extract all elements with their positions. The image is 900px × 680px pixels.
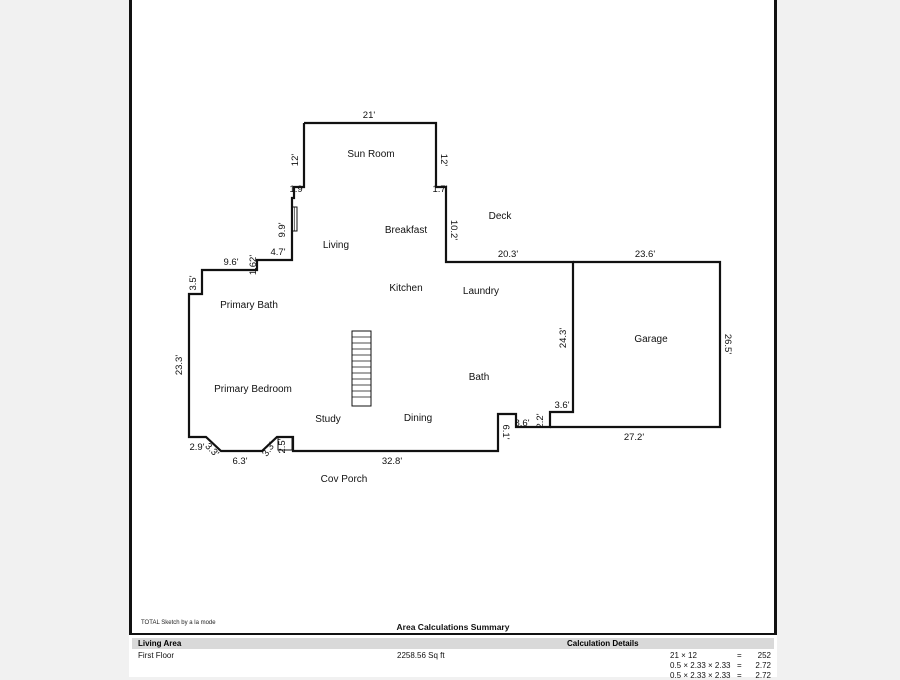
calc-eq: = [737,661,742,670]
room-label-cov-porch: Cov Porch [321,474,368,485]
living-area-outline [187,121,575,453]
porch-notch [277,436,293,451]
calc-expr: 21 × 12 [670,651,697,660]
dim-mid-24-3: 24.3' [558,328,569,348]
area-summary-table: Living Area Calculation Details First Fl… [129,633,777,680]
calc-details-header: Calculation Details [567,639,639,648]
dim-left-9-6: 9.6' [223,257,238,268]
living-area-header: Living Area [138,639,182,648]
dim-mid-6-1: 6.1' [500,424,511,439]
calc-val: 252 [757,651,771,660]
dim-sun-right: 12' [438,154,449,167]
calc-eq: = [737,651,742,660]
dim-left-1-9: 1.9' [289,184,304,195]
room-label-deck: Deck [489,211,513,222]
calc-val: 2.72 [755,671,771,680]
dim-bottom-3-3b: 3.3' [260,440,278,459]
dim-garage-top: 23.6' [635,249,655,260]
dim-top: 21' [363,110,376,121]
room-label-breakfast: Breakfast [385,225,427,236]
dim-left-9-9: 9.9' [277,222,288,237]
room-label-kitchen: Kitchen [389,283,422,294]
room-label-bath: Bath [469,372,490,383]
staircase [351,330,372,407]
dim-right-10-2: 10.2' [448,220,459,240]
dim-mid-8-6: 8.6' [514,418,529,429]
dim-left-1-62: 1.62' [248,255,259,275]
dim-bottom-32-8: 32.8' [382,456,402,467]
dim-garage-right: 26.5' [722,334,733,354]
dim-left-4-7: 4.7' [270,247,285,258]
dim-deck: 20.3' [498,249,518,260]
calc-val: 2.72 [755,661,771,670]
room-label-primary-bedroom: Primary Bedroom [214,384,292,395]
room-label-dining: Dining [404,413,432,424]
room-label-sun-room: Sun Room [347,149,394,160]
dim-sun-left: 12' [290,154,301,167]
room-label-living: Living [323,240,349,251]
calc-eq: = [737,671,742,680]
dim-right-1-7: 1.7' [432,184,447,195]
dim-bottom-6-3: 6.3' [232,456,247,467]
dim-left-3-5: 3.5' [188,275,199,290]
room-label-garage: Garage [634,334,668,345]
room-label-primary-bath: Primary Bath [220,300,278,311]
calc-expr: 0.5 × 2.33 × 2.33 [670,671,731,680]
dim-bottom-2-5: 2.5' [277,438,288,453]
dim-bottom-3-3: 3.3' [203,441,222,460]
calc-expr: 0.5 × 2.33 × 2.33 [670,661,731,670]
sketch-sheet [129,0,777,675]
sketch-credit: TOTAL Sketch by a la mode [141,620,216,626]
dim-left-23-3: 23.3' [174,355,185,375]
stair-treads [352,336,371,398]
dim-mid-3-6: 3.6' [554,400,569,411]
room-label-study: Study [315,414,341,425]
room-label-laundry: Laundry [463,286,499,297]
dim-mid-2-2: 2.2' [535,413,546,428]
dim-garage-bottom: 27.2' [624,432,644,443]
summary-title: Area Calculations Summary [396,622,510,632]
first-floor-area: 2258.56 Sq ft [397,651,445,660]
dim-bottom-2-9: 2.9' [189,442,204,453]
first-floor-label: First Floor [138,651,174,660]
garage-outline [550,260,722,429]
summary-header-row: Living Area Calculation Details [132,638,774,649]
